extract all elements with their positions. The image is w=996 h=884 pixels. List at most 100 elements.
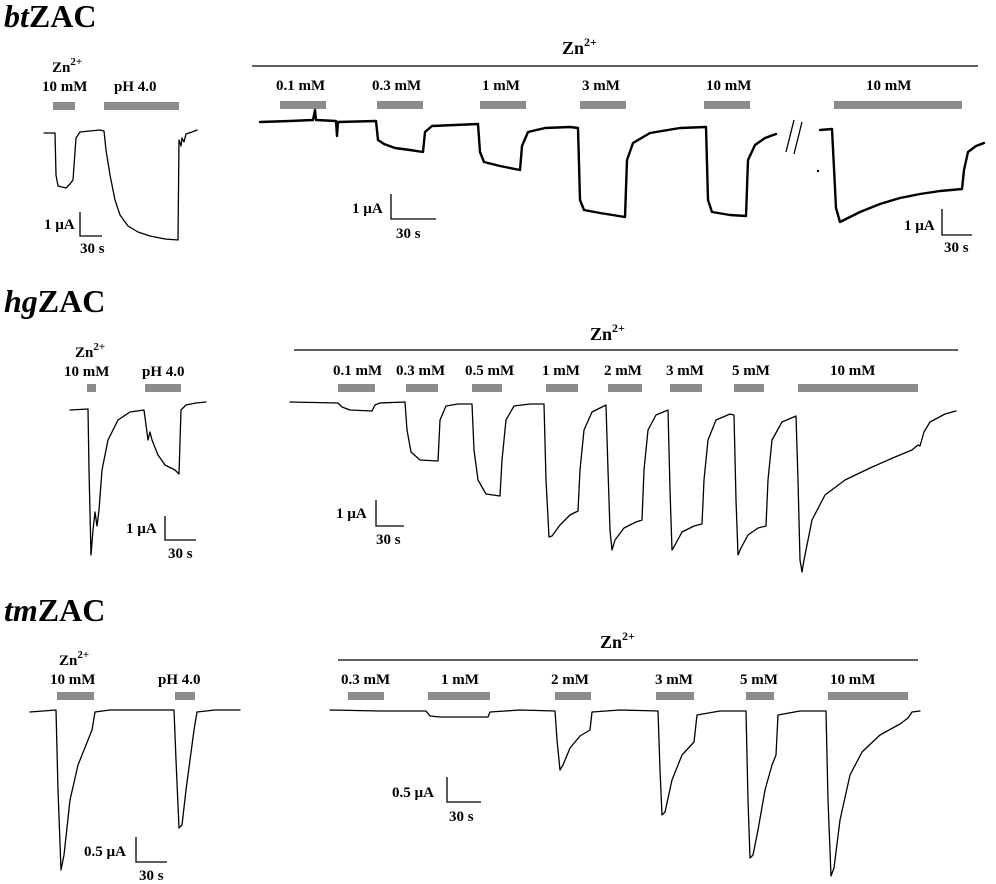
tm-control-zn-bar	[57, 692, 94, 700]
bt-conc-label-6: 10 mM	[866, 78, 911, 94]
bt-conc-label-1: 0.1 mM	[276, 78, 325, 94]
hg-series-scale-y: 1 µA	[336, 506, 367, 522]
hg-conc-bar-3	[472, 384, 502, 392]
bt-conc-label-3: 1 mM	[482, 78, 520, 94]
tm-series-trace	[329, 709, 921, 877]
tm-control-recording: Zn2+ 10 mM pH 4.0 0.5 µA 30 s	[29, 649, 241, 884]
bt-control-zn-label: Zn2+	[52, 56, 82, 76]
hg-conc-bar-1	[338, 384, 375, 392]
panel-title-hg: hgZAC	[4, 283, 105, 319]
tm-concentration-series: Zn2+ 0.3 mM 1 mM 2 mM 3 mM 5 mM 10 mM 0.…	[329, 629, 921, 877]
tm-control-scale-bar: 0.5 µA 30 s	[84, 837, 167, 884]
bt-series-trace	[258, 108, 778, 219]
tm-conc-bar-4	[656, 692, 694, 700]
hg-conc-bar-8	[798, 384, 918, 392]
hg-series-scale-bar: 1 µA 30 s	[336, 500, 404, 548]
tm-control-trace	[29, 709, 241, 871]
hg-concentration-series: Zn2+ 0.1 mM 0.3 mM 0.5 mM 1 mM 2 mM 3 mM…	[289, 321, 958, 573]
hg-conc-label-1: 0.1 mM	[333, 363, 382, 379]
tm-conc-label-3: 2 mM	[551, 672, 589, 688]
bt-series-trace-extended	[818, 127, 986, 224]
bt-control-trace	[43, 129, 198, 241]
tm-control-zn-label: Zn2+	[59, 649, 89, 669]
hg-conc-label-6: 3 mM	[666, 363, 704, 379]
hg-control-zn-label: Zn2+	[75, 341, 105, 361]
hg-control-trace	[69, 401, 207, 556]
bt-conc-bar-5	[704, 101, 750, 109]
tm-series-scale-x: 30 s	[449, 809, 474, 825]
bt-trace-artifact	[816, 169, 820, 173]
bt-extended-scale-bar: 1 µA 30 s	[904, 209, 972, 256]
bt-series-header: Zn2+	[562, 35, 597, 58]
tm-conc-label-4: 3 mM	[655, 672, 693, 688]
tm-conc-label-5: 5 mM	[740, 672, 778, 688]
bt-control-scale-x: 30 s	[80, 241, 105, 257]
hg-control-scale-y: 1 µA	[126, 521, 157, 537]
bt-series-scale-bar: 1 µA 30 s	[352, 194, 436, 242]
hg-conc-label-7: 5 mM	[732, 363, 770, 379]
hg-control-zn-conc: 10 mM	[64, 364, 109, 380]
tm-conc-label-6: 10 mM	[830, 672, 875, 688]
hg-conc-label-8: 10 mM	[830, 363, 875, 379]
bt-axis-break	[785, 119, 803, 155]
panel-title-tm: tmZAC	[4, 592, 105, 628]
hg-control-ph-bar	[145, 384, 181, 392]
hg-conc-label-5: 2 mM	[604, 363, 642, 379]
tm-control-ph-bar	[175, 692, 195, 700]
bt-conc-bar-3	[480, 101, 526, 109]
bt-control-ph-bar	[104, 102, 179, 110]
hg-conc-bar-7	[734, 384, 764, 392]
bt-extended-scale-y: 1 µA	[904, 218, 935, 234]
bt-series-scale-x: 30 s	[396, 226, 421, 242]
hg-conc-bar-6	[670, 384, 702, 392]
panel-tm: tmZAC Zn2+ 10 mM pH 4.0 0.5 µA 30 s Zn2+…	[4, 592, 921, 884]
bt-series-scale-y: 1 µA	[352, 201, 383, 217]
bt-concentration-series: Zn2+ 0.1 mM 0.3 mM 1 mM 3 mM 10 mM 10 mM	[252, 35, 986, 256]
tm-series-header: Zn2+	[600, 629, 635, 652]
panel-hg: hgZAC Zn2+ 10 mM pH 4.0 1 µA 30 s Zn2+ 0…	[4, 283, 958, 573]
hg-conc-label-4: 1 mM	[542, 363, 580, 379]
bt-conc-bar-1	[280, 101, 326, 109]
tm-conc-bar-6	[828, 692, 908, 700]
bt-extended-scale-x: 30 s	[944, 240, 969, 256]
bt-conc-bar-6	[834, 101, 962, 109]
hg-control-scale-x: 30 s	[168, 546, 193, 562]
tm-series-scale-y: 0.5 µA	[392, 785, 434, 801]
tm-conc-bar-5	[746, 692, 774, 700]
panel-title-bt: btZAC	[4, 0, 96, 34]
bt-conc-bar-2	[377, 101, 423, 109]
tm-control-scale-y: 0.5 µA	[84, 844, 126, 860]
tm-conc-bar-3	[555, 692, 591, 700]
hg-control-recording: Zn2+ 10 mM pH 4.0 1 µA 30 s	[64, 341, 207, 562]
hg-control-zn-bar	[87, 384, 96, 392]
tm-conc-bar-2	[428, 692, 490, 700]
bt-control-zn-bar	[53, 102, 75, 110]
panel-bt: btZAC Zn2+ 10 mM pH 4.0 1 µA 30 s Zn2+ 0…	[4, 0, 986, 257]
tm-control-ph-label: pH 4.0	[158, 672, 201, 688]
bt-control-scale-y: 1 µA	[44, 217, 75, 233]
bt-conc-label-5: 10 mM	[706, 78, 751, 94]
hg-series-trace	[289, 401, 957, 573]
hg-control-scale-bar: 1 µA 30 s	[126, 516, 196, 562]
tm-conc-label-2: 1 mM	[441, 672, 479, 688]
hg-control-ph-label: pH 4.0	[142, 364, 185, 380]
bt-control-scale-bar: 1 µA 30 s	[44, 212, 105, 257]
bt-conc-label-2: 0.3 mM	[372, 78, 421, 94]
bt-conc-label-4: 3 mM	[582, 78, 620, 94]
tm-control-scale-x: 30 s	[139, 868, 164, 884]
hg-conc-bar-4	[546, 384, 578, 392]
bt-control-ph-label: pH 4.0	[114, 79, 157, 95]
tm-conc-bar-1	[348, 692, 384, 700]
hg-conc-bar-2	[406, 384, 438, 392]
tm-conc-label-1: 0.3 mM	[341, 672, 390, 688]
tm-series-scale-bar: 0.5 µA 30 s	[392, 777, 481, 825]
hg-conc-bar-5	[608, 384, 642, 392]
hg-conc-label-3: 0.5 mM	[465, 363, 514, 379]
hg-series-header: Zn2+	[590, 321, 625, 344]
hg-series-scale-x: 30 s	[376, 532, 401, 548]
bt-control-recording: Zn2+ 10 mM pH 4.0 1 µA 30 s	[42, 56, 198, 257]
tm-control-zn-conc: 10 mM	[50, 672, 95, 688]
hg-conc-label-2: 0.3 mM	[396, 363, 445, 379]
bt-conc-bar-4	[580, 101, 626, 109]
